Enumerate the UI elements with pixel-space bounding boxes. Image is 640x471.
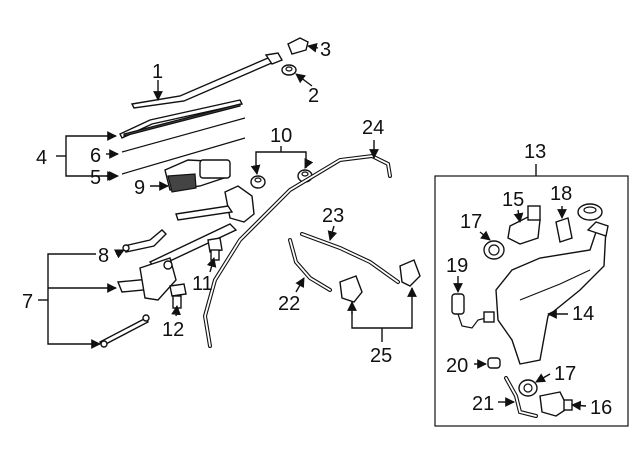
wiper-arm xyxy=(130,52,284,109)
callout-6: 6 xyxy=(90,145,101,167)
washer-hose-23 xyxy=(300,232,400,284)
motor-grommet xyxy=(518,379,538,397)
callout-8: 8 xyxy=(98,245,109,267)
arm-nut xyxy=(281,64,297,76)
pivot-bolt xyxy=(169,283,187,309)
pump-grommet xyxy=(483,240,505,260)
washer-hose-22 xyxy=(288,238,332,292)
callout-10: 10 xyxy=(270,125,292,147)
washer-hose-long xyxy=(202,153,392,348)
reservoir-hose xyxy=(504,376,538,418)
blade-refill xyxy=(121,117,246,153)
callout-11: 11 xyxy=(192,273,213,295)
callout-24: 24 xyxy=(362,117,384,139)
callout-5: 5 xyxy=(90,167,101,189)
callout-13: 13 xyxy=(524,141,546,163)
callout-4: 4 xyxy=(36,147,47,169)
callout-1: 1 xyxy=(152,61,163,83)
callout-17-top: 17 xyxy=(460,211,482,233)
callout-2: 2 xyxy=(308,85,319,107)
callout-17-bottom: 17 xyxy=(554,363,576,385)
callout-15: 15 xyxy=(502,189,524,211)
wiper-motor xyxy=(164,159,231,193)
callout-23: 23 xyxy=(322,205,344,227)
callout-12: 12 xyxy=(162,319,184,341)
callout-3: 3 xyxy=(320,39,331,61)
callout-7: 7 xyxy=(22,291,33,313)
filler-cap xyxy=(577,203,603,221)
wiper-blade xyxy=(119,99,244,139)
grommet xyxy=(250,169,313,189)
indicator-bulb xyxy=(487,357,501,369)
callout-16: 16 xyxy=(590,397,612,419)
level-sensor xyxy=(555,217,573,243)
callout-25: 25 xyxy=(370,345,392,367)
pivot-cover xyxy=(287,37,309,55)
washer-pump xyxy=(507,205,541,245)
rear-washer-pump xyxy=(539,391,573,417)
reservoir-group-box xyxy=(434,175,629,427)
callout-22: 22 xyxy=(278,293,300,315)
lower-link-rod xyxy=(99,314,150,348)
callout-21: 21 xyxy=(472,393,494,415)
link-rod xyxy=(122,229,167,253)
callout-20: 20 xyxy=(446,355,468,377)
refill-stripe xyxy=(121,137,246,175)
wiper-linkage xyxy=(117,185,255,301)
callout-19: 19 xyxy=(446,255,468,277)
washer-reservoir xyxy=(495,221,609,365)
washer-nozzle xyxy=(339,259,421,303)
mounting-bolt xyxy=(207,237,223,261)
level-switch xyxy=(451,293,495,329)
callout-14: 14 xyxy=(572,303,594,325)
callout-18: 18 xyxy=(550,183,572,205)
callout-9: 9 xyxy=(134,177,145,199)
